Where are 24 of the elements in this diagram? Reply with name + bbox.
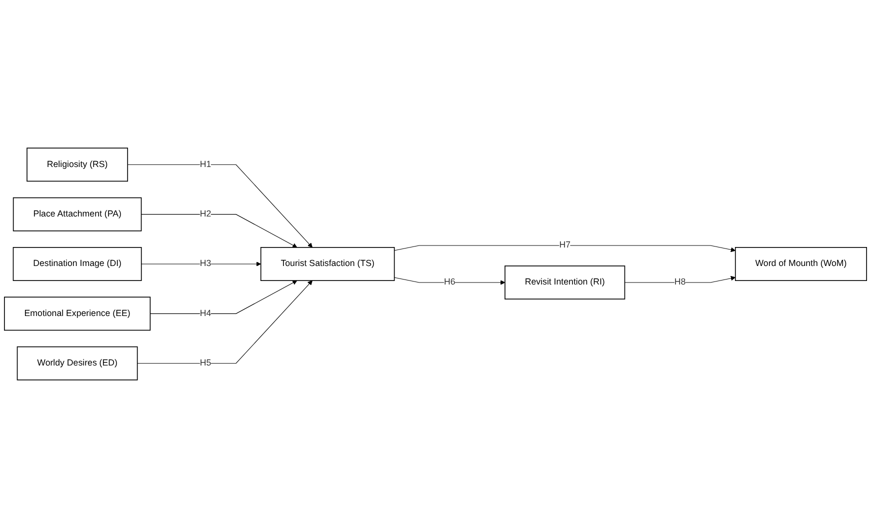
edge-label: H5 [200,358,212,368]
node-box: Tourist Satisfaction (TS) [260,247,395,281]
arrow [137,280,313,364]
arrow [394,245,736,252]
edge-label: H8 [674,278,686,287]
edge-label: H4 [200,308,212,318]
edge-label: H7 [559,240,570,250]
node-box: Destination Image (DI) [12,247,142,281]
arrow [127,164,313,248]
arrow [150,280,298,314]
node-box: Word of Mounth (WoM) [734,247,867,281]
arrow [624,276,736,283]
edge-label: H6 [444,278,456,287]
node-box: Religiosity (RS) [26,148,128,182]
node-box: Place Attachment (PA) [12,197,142,232]
arrow [394,277,506,285]
arrow [141,262,262,266]
node-box: Worldy Desires (ED) [16,346,138,380]
arrow [141,214,298,248]
node-box: Emotional Experience (EE) [4,296,151,331]
edge-label: H2 [200,209,212,219]
node-box: Revisit Intention (RI) [504,266,626,300]
edge-label: H1 [200,160,212,170]
edge-label: H3 [200,259,212,268]
